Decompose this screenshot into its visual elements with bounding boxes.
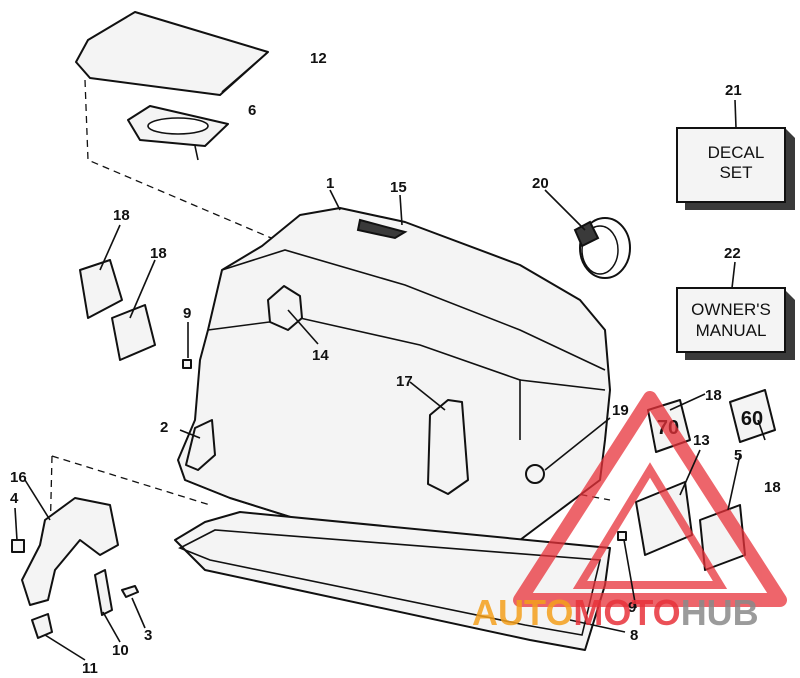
callout-6: 6 xyxy=(248,102,256,119)
callout-16: 16 xyxy=(10,469,27,486)
callout-1: 1 xyxy=(326,175,334,192)
badge-60-text: 60 xyxy=(741,408,763,430)
callout-9-left: 9 xyxy=(183,305,191,322)
decal-label-line1: DECAL xyxy=(708,143,765,162)
part-22-owners-manual-box: OWNER'S MANUAL xyxy=(676,287,795,360)
callout-8: 8 xyxy=(630,627,638,644)
manual-label-line1: OWNER'S xyxy=(691,300,771,319)
part-21-decal-set-box: DECAL SET xyxy=(676,127,795,210)
callout-18-left-2: 18 xyxy=(150,245,167,262)
callout-18-right-1: 18 xyxy=(705,387,722,404)
callout-22: 22 xyxy=(724,245,741,262)
callout-3: 3 xyxy=(144,627,152,644)
callout-numbers: 12 6 1 15 20 21 22 18 18 9 14 17 2 19 18… xyxy=(10,50,781,677)
part-18-badge-60: 60 xyxy=(729,389,776,443)
part-18-decal-left-1 xyxy=(79,259,123,319)
part-10-clip xyxy=(94,569,113,616)
assembly-line-bracket xyxy=(51,455,211,506)
part-9-screw-left xyxy=(182,359,192,369)
callout-4: 4 xyxy=(10,490,19,507)
callout-21: 21 xyxy=(725,82,742,99)
part-6-gasket xyxy=(127,105,229,161)
watermark-auto: AUTO xyxy=(472,592,573,633)
part-3-screw xyxy=(121,585,139,598)
callout-18-right-2: 18 xyxy=(764,479,781,496)
callout-2: 2 xyxy=(160,419,168,436)
part-4-nut xyxy=(11,539,25,553)
callout-17: 17 xyxy=(396,373,413,390)
part-18-decal-left-2 xyxy=(111,304,156,361)
watermark-text: AUTOMOTOHUB xyxy=(472,592,759,633)
assembly-line-top xyxy=(84,79,291,247)
part-2-latch xyxy=(185,419,216,471)
watermark-logo xyxy=(513,391,787,607)
callout-13: 13 xyxy=(693,432,710,449)
assembly-line-bracket-2 xyxy=(49,455,53,541)
part-9-screw-right xyxy=(617,531,627,541)
watermark-moto: MOTO xyxy=(573,592,680,633)
callout-15: 15 xyxy=(390,179,407,196)
part-16-bracket xyxy=(21,497,119,606)
part-20-harness xyxy=(573,217,631,279)
manual-label-line2: MANUAL xyxy=(696,321,767,340)
callout-11: 11 xyxy=(82,660,98,677)
watermark-hub: HUB xyxy=(681,592,759,633)
part-14-emblem xyxy=(267,285,303,331)
part-17-bracket xyxy=(427,399,469,495)
part-12-top-panel xyxy=(75,11,269,96)
callout-19: 19 xyxy=(612,402,629,419)
callout-12: 12 xyxy=(310,50,327,67)
part-11-pushnut xyxy=(31,613,53,639)
svg-text:AUTOMOTOHUB: AUTOMOTOHUB xyxy=(472,592,759,633)
callout-20: 20 xyxy=(532,175,549,192)
callout-10: 10 xyxy=(112,642,129,659)
callout-5: 5 xyxy=(734,447,742,464)
decal-label-line2: SET xyxy=(719,163,752,182)
callout-14: 14 xyxy=(312,347,329,364)
part-19-grommet xyxy=(525,464,545,484)
callout-18-left-1: 18 xyxy=(113,207,130,224)
leader-lines xyxy=(14,99,766,661)
callout-9-right: 9 xyxy=(628,599,636,616)
